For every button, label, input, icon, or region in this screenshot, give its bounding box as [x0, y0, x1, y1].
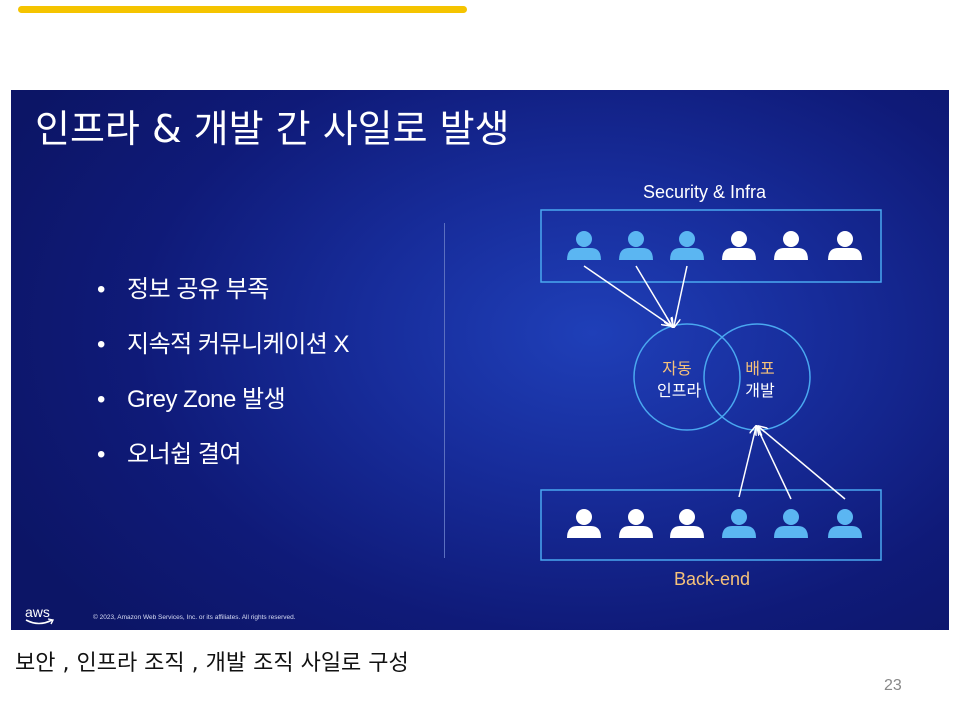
left-circle-label: 자동 인프라	[657, 358, 702, 402]
arrow-bottom-2	[757, 427, 792, 500]
bullet-item: 지속적 커뮤니케이션 X	[97, 317, 350, 372]
person-white-icon	[722, 231, 756, 260]
vertical-divider	[444, 223, 445, 558]
automation-infra-circle	[633, 323, 741, 431]
bullet-item: Grey Zone 발생	[97, 372, 349, 427]
person-white-icon	[670, 509, 704, 538]
arrow-bottom-3	[759, 427, 846, 500]
person-blue-icon	[722, 509, 756, 538]
slide-caption: 보안 , 인프라 조직 , 개발 조직 사일로 구성	[15, 651, 409, 676]
person-blue-icon	[619, 231, 653, 260]
right-circle-label: 배포 개발	[740, 358, 780, 402]
left-circle-line2: 인프라	[657, 381, 702, 400]
right-circle-line1: 배포	[745, 359, 775, 378]
arrow-top-2	[635, 265, 672, 326]
security-infra-label: Security & Infra	[643, 182, 767, 202]
person-blue-icon	[567, 231, 601, 260]
accent-bar	[18, 6, 467, 13]
copyright-text: © 2023, Amazon Web Services, Inc. or its…	[93, 614, 296, 621]
slide-title: 인프라 & 개발 간 사일로 발생	[35, 107, 510, 151]
right-circle-line2: 개발	[745, 381, 775, 400]
silo-diagram	[540, 209, 882, 561]
bullet-item: 오너쉽 결여	[97, 427, 349, 482]
aws-logo: aws	[25, 604, 55, 626]
backend-label: Back-end	[674, 569, 751, 589]
slide: 인프라 & 개발 간 사일로 발생 정보 공유 부족 지속적 커뮤니케이션 X …	[11, 90, 949, 630]
arrow-bottom-1	[738, 427, 756, 498]
person-white-icon	[619, 509, 653, 538]
security-infra-box	[540, 209, 882, 283]
arrow-top-1	[583, 265, 670, 325]
page-number: 23	[884, 677, 902, 694]
arrow-top-3	[674, 265, 688, 326]
person-blue-icon	[828, 509, 862, 538]
backend-box	[540, 489, 882, 561]
bullet-list: 정보 공유 부족 지속적 커뮤니케이션 X Grey Zone 발생 오너쉽 결…	[97, 262, 350, 482]
bullet-item: 정보 공유 부족	[97, 262, 349, 317]
person-white-icon	[828, 231, 862, 260]
person-blue-icon	[670, 231, 704, 260]
left-circle-line1: 자동	[662, 359, 692, 378]
person-blue-icon	[774, 509, 808, 538]
person-white-icon	[774, 231, 808, 260]
person-white-icon	[567, 509, 601, 538]
